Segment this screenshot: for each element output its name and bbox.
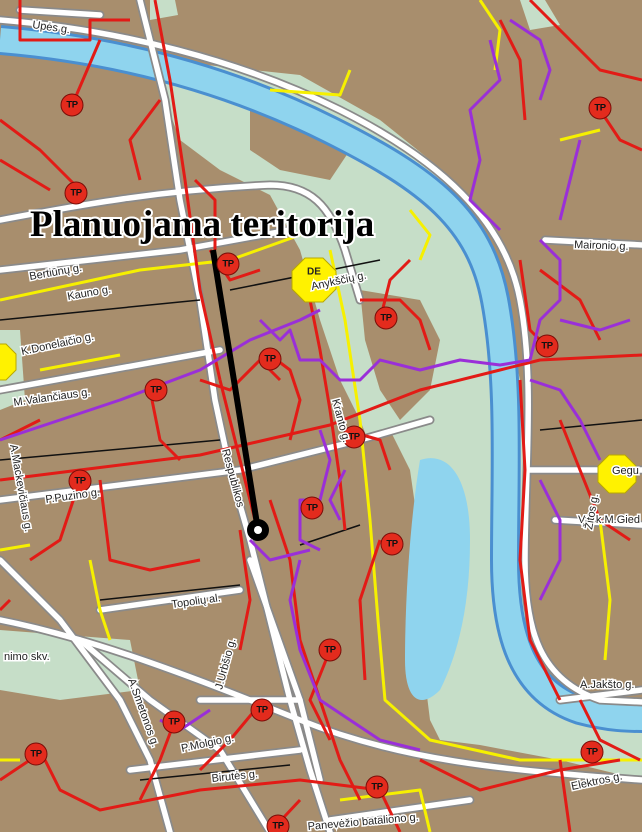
sign-markers: DE bbox=[0, 257, 637, 494]
tp-marker[interactable] bbox=[216, 252, 240, 276]
tp-marker-label: TP bbox=[256, 705, 268, 716]
tp-marker-label: TP bbox=[168, 717, 180, 728]
river bbox=[0, 25, 642, 733]
tp-marker[interactable] bbox=[64, 181, 88, 205]
street-label-gegu: Gegu bbox=[612, 465, 639, 477]
tp-marker-label: TP bbox=[70, 188, 82, 199]
tp-marker-label: TP bbox=[66, 100, 78, 111]
tp-marker-label: TP bbox=[594, 103, 606, 114]
sign-marker[interactable] bbox=[291, 257, 337, 303]
street-label-maironio: Maironio g. bbox=[574, 239, 629, 253]
tp-marker[interactable] bbox=[535, 334, 559, 358]
black-lines bbox=[0, 259, 642, 781]
tp-marker[interactable] bbox=[60, 93, 84, 117]
tp-marker[interactable] bbox=[258, 347, 282, 371]
tp-marker-label: TP bbox=[348, 432, 360, 443]
tp-marker-label: TP bbox=[222, 259, 234, 270]
svg-text:DE: DE bbox=[307, 267, 321, 278]
tp-marker[interactable] bbox=[374, 306, 398, 330]
tp-marker[interactable] bbox=[162, 710, 186, 734]
tp-marker[interactable] bbox=[144, 378, 168, 402]
street-label-ajaksto: A.Jakšto g. bbox=[580, 679, 634, 691]
tp-marker-label: TP bbox=[74, 476, 86, 487]
tp-marker[interactable] bbox=[380, 532, 404, 556]
tp-marker[interactable] bbox=[588, 96, 612, 120]
tp-marker-label: TP bbox=[264, 354, 276, 365]
street-label-nimo: nimo skv. bbox=[4, 651, 50, 663]
tp-marker-label: TP bbox=[586, 747, 598, 758]
tp-marker[interactable] bbox=[580, 740, 604, 764]
tp-marker-label: TP bbox=[30, 749, 42, 760]
pointer-line bbox=[210, 249, 269, 541]
street-label-vyskmgied: Vysk.M.Gied bbox=[578, 514, 640, 526]
tp-marker[interactable] bbox=[266, 814, 290, 832]
tp-marker-label: TP bbox=[371, 782, 383, 793]
tp-marker-label: TP bbox=[272, 821, 284, 832]
map-title: Planuojama teritorija bbox=[30, 204, 374, 245]
sign-marker[interactable] bbox=[597, 454, 637, 494]
tp-marker-label: TP bbox=[386, 539, 398, 550]
tp-marker-label: TP bbox=[541, 341, 553, 352]
tp-marker[interactable] bbox=[318, 638, 342, 662]
tp-marker-label: TP bbox=[380, 313, 392, 324]
tp-marker[interactable] bbox=[24, 742, 48, 766]
tp-marker[interactable] bbox=[68, 469, 92, 493]
tp-marker[interactable] bbox=[342, 425, 366, 449]
sign-marker[interactable] bbox=[0, 343, 17, 381]
tp-marker-label: TP bbox=[324, 645, 336, 656]
tp-marker[interactable] bbox=[250, 698, 274, 722]
tp-marker[interactable] bbox=[300, 496, 324, 520]
tp-marker-label: TP bbox=[306, 503, 318, 514]
tp-marker[interactable] bbox=[365, 775, 389, 799]
tp-markers: TP TP TP TP TP TP TP TP TP TP TP TP TP TP TP TP TP TP TP bbox=[24, 93, 612, 832]
tp-marker-label: TP bbox=[150, 385, 162, 396]
